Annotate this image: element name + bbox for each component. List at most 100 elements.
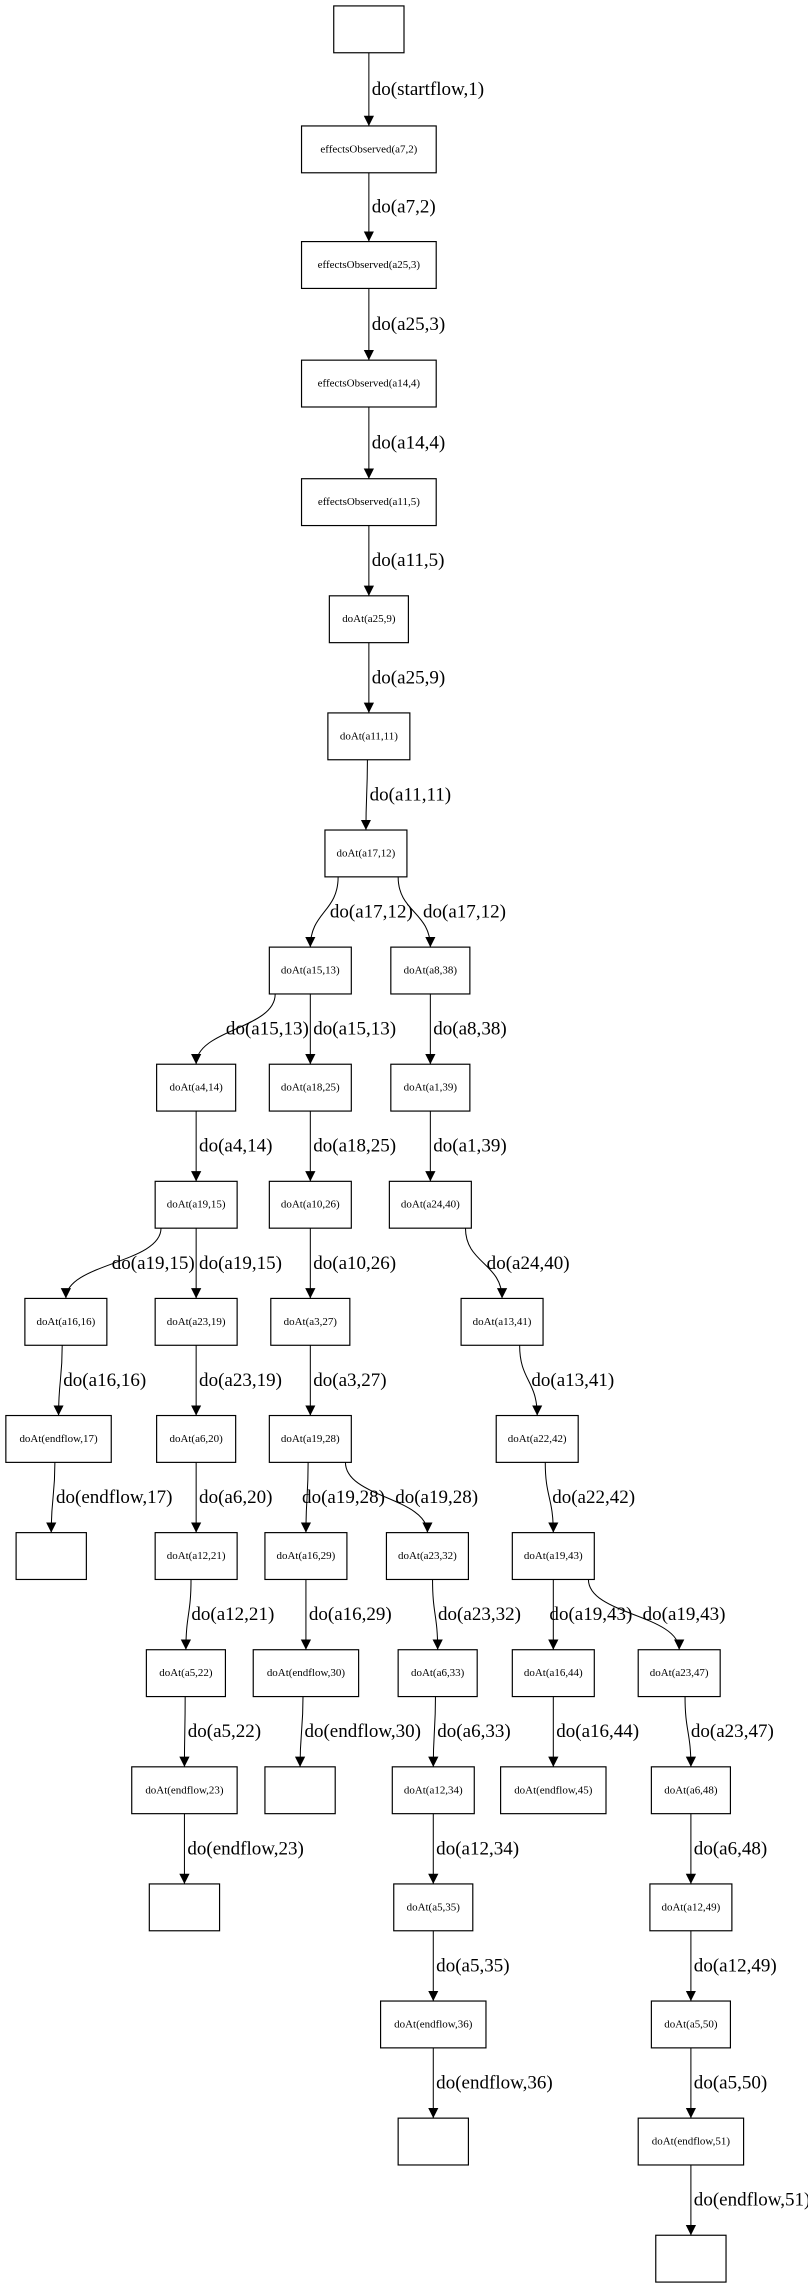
node-label: doAt(a6,48) xyxy=(664,1784,718,1796)
graph-edge: do(endflow,51) xyxy=(685,2164,808,2236)
node-label: doAt(a12,21) xyxy=(167,1550,226,1562)
node-label: doAt(a23,32) xyxy=(398,1550,457,1562)
edge-arrow xyxy=(191,993,276,1065)
edge-label: do(a15,13) xyxy=(313,1019,396,1040)
graph-node: doAt(a19,43) xyxy=(511,1532,595,1581)
edge-arrow xyxy=(587,1579,685,1650)
graph-node: doAt(a5,22) xyxy=(145,1649,227,1698)
graph-edge: do(a17,12) xyxy=(397,876,506,948)
node-box xyxy=(300,125,437,174)
edge-arrow xyxy=(464,1228,508,1299)
graph-node-empty xyxy=(333,5,405,54)
graph-edge: do(a24,40) xyxy=(464,1228,570,1299)
graph-edge: do(a15,13) xyxy=(305,993,396,1065)
graph-edge: do(a25,3) xyxy=(363,288,445,361)
edge-label: do(a19,28) xyxy=(302,1487,385,1508)
edge-label: do(a16,29) xyxy=(309,1604,392,1625)
node-box xyxy=(511,1532,595,1581)
node-label: doAt(endflow,45) xyxy=(514,1784,593,1796)
graph-node: doAt(a10,26) xyxy=(268,1180,352,1229)
graph-node-empty xyxy=(655,2234,727,2283)
node-label: effectsObserved(a25,3) xyxy=(318,259,421,271)
graph-node: doAt(a16,44) xyxy=(511,1649,595,1698)
graph-edge: do(a12,34) xyxy=(428,1813,519,1884)
edge-arrow xyxy=(432,1579,443,1650)
edge-arrow xyxy=(684,1696,697,1767)
node-box xyxy=(154,1532,238,1581)
nodes: effectsObserved(a7,2)effectsObserved(a25… xyxy=(5,5,745,2283)
graph-edge: do(endflow,17) xyxy=(46,1462,173,1533)
node-box xyxy=(5,1414,112,1463)
graph-edge: do(a12,49) xyxy=(685,1930,777,2002)
node-box xyxy=(156,1063,237,1112)
edge-label: do(a11,5) xyxy=(372,550,445,571)
edge-label: do(a19,43) xyxy=(643,1604,726,1625)
graph-edge: do(startflow,1) xyxy=(363,52,484,126)
graph-edge: do(a22,42) xyxy=(544,1462,635,1533)
node-box xyxy=(15,1532,87,1581)
node-label: doAt(endflow,30) xyxy=(267,1667,346,1679)
graph-edge: do(a19,28) xyxy=(344,1462,478,1533)
node-label: doAt(a8,38) xyxy=(404,965,458,977)
graph-node: doAt(a19,28) xyxy=(268,1414,352,1463)
edge-arrow xyxy=(60,1228,162,1299)
edge-label: do(a19,28) xyxy=(395,1487,478,1508)
graph-node: doAt(a6,48) xyxy=(650,1766,732,1815)
edge-label: do(a17,12) xyxy=(423,901,506,922)
graph-node: doAt(a1,39) xyxy=(390,1063,471,1112)
graph-edge: do(a13,41) xyxy=(519,1345,614,1416)
edge-arrow xyxy=(519,1345,543,1416)
graph-node: doAt(endflow,30) xyxy=(252,1649,360,1698)
edge-label: do(a16,44) xyxy=(556,1721,639,1742)
node-box xyxy=(390,1063,471,1112)
graph-node: doAt(a11,11) xyxy=(327,712,411,761)
edge-label: do(a23,47) xyxy=(691,1721,774,1742)
edge-label: do(startflow,1) xyxy=(372,79,484,100)
graph-node: effectsObserved(a11,5) xyxy=(300,478,437,527)
graph-node: doAt(endflow,17) xyxy=(5,1414,112,1463)
graph-node: doAt(a18,25) xyxy=(268,1063,352,1112)
node-box xyxy=(264,1532,348,1581)
node-box xyxy=(385,1532,469,1581)
node-box xyxy=(397,1649,478,1698)
node-box xyxy=(655,2234,727,2283)
node-label: doAt(a23,19) xyxy=(167,1316,226,1328)
graph-edge: do(a19,15) xyxy=(60,1228,195,1299)
edge-label: do(a22,42) xyxy=(552,1487,635,1508)
edge-label: do(a17,12) xyxy=(330,901,413,922)
edge-arrow xyxy=(397,876,436,948)
node-box xyxy=(379,2000,487,2049)
graph-edge: do(a23,32) xyxy=(432,1579,521,1650)
edge-label: do(a15,13) xyxy=(226,1019,309,1040)
graph-edge: do(a16,16) xyxy=(53,1345,146,1416)
graph-edge: do(endflow,23) xyxy=(179,1813,304,1884)
node-box xyxy=(324,829,408,878)
node-box xyxy=(650,2000,732,2049)
node-box xyxy=(397,2117,469,2166)
node-box xyxy=(268,946,352,995)
node-box xyxy=(154,1297,238,1346)
node-box xyxy=(148,1883,221,1932)
graph-edge: do(a19,43) xyxy=(548,1579,632,1650)
graph-edge: do(endflow,36) xyxy=(428,2047,553,2119)
node-box xyxy=(264,1766,336,1815)
graph-node: doAt(a15,13) xyxy=(268,946,352,995)
graph-edge: do(a6,48) xyxy=(685,1813,767,1884)
node-box xyxy=(500,1766,607,1815)
edge-label: do(a5,22) xyxy=(188,1721,261,1742)
edge-label: do(a23,19) xyxy=(199,1370,282,1391)
edge-label: do(a23,32) xyxy=(438,1604,521,1625)
node-label: doAt(a10,26) xyxy=(281,1199,340,1211)
edge-label: do(a19,15) xyxy=(112,1253,195,1274)
graph-node: doAt(a5,50) xyxy=(650,2000,732,2049)
graph-node: doAt(a22,42) xyxy=(495,1414,579,1463)
node-label: doAt(a13,41) xyxy=(473,1316,532,1328)
graph-edge: do(a5,35) xyxy=(428,1930,510,2002)
edge-label: do(a6,33) xyxy=(437,1721,510,1742)
edge-label: do(a25,9) xyxy=(372,667,445,688)
edge-label: do(a6,48) xyxy=(694,1838,767,1859)
edge-arrow xyxy=(179,1696,190,1767)
node-label: effectsObserved(a14,4) xyxy=(318,378,421,390)
node-label: doAt(a4,14) xyxy=(169,1082,223,1094)
